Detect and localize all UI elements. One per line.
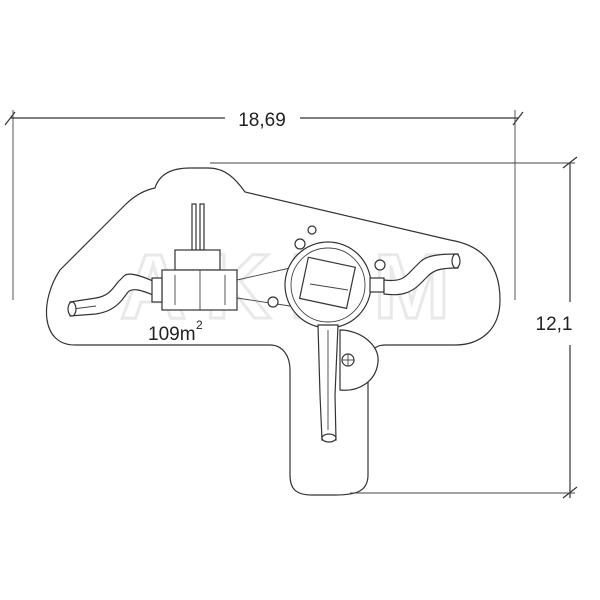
height-label: 12,1 [536, 314, 573, 335]
left-tower [151, 203, 291, 311]
climbing-hold-icon [267, 296, 279, 308]
left-slide [67, 273, 156, 317]
climbing-hold-icon [294, 238, 306, 250]
width-dimension: 18,69 [4, 110, 524, 300]
area-value: 109m [148, 324, 196, 345]
right-slide [369, 253, 461, 296]
height-dimension: 12,1 [210, 156, 578, 499]
width-label: 18,69 [238, 110, 286, 131]
bottom-platform [339, 329, 379, 391]
area-superscript: 2 [196, 318, 203, 332]
bottom-slide [317, 324, 339, 443]
area-label: 109m 2 [148, 318, 203, 345]
climbing-hold-icon [307, 225, 317, 235]
climbing-hold-icon [374, 259, 386, 271]
safety-zone-outline [45, 167, 501, 496]
